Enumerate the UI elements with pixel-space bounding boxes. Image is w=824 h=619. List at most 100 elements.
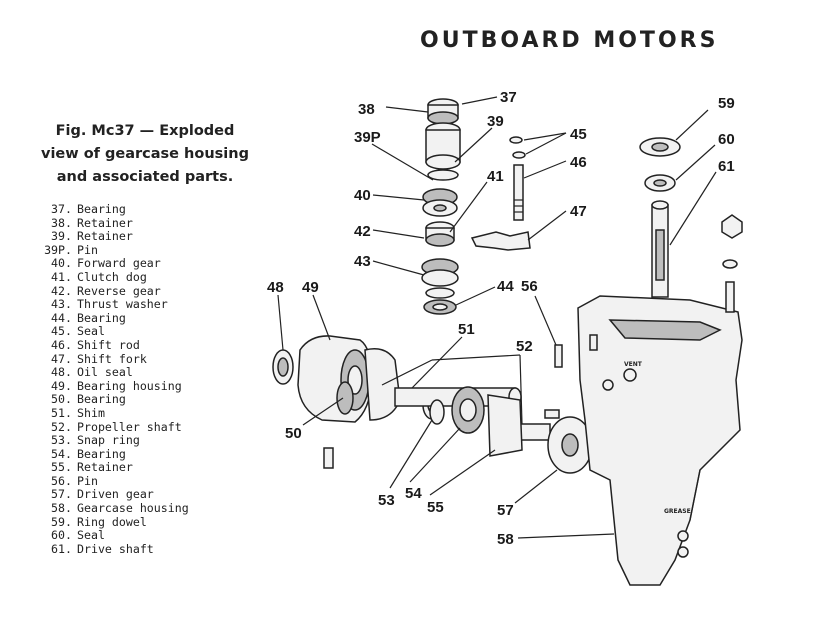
legend-text: Bearing [77, 310, 126, 325]
callout-45: 45 [570, 126, 587, 143]
callout-43: 43 [354, 253, 371, 270]
legend-text: Reverse gear [77, 283, 161, 298]
callouts: 38 37 39 39P 40 41 42 43 44 45 46 47 48 … [267, 89, 735, 548]
legend-number: 54. [51, 446, 72, 461]
legend-number: 39. [51, 229, 72, 244]
legend-text: Bearing [77, 446, 126, 461]
legend-row: 45.Seal [36, 325, 189, 339]
callout-53: 53 [378, 492, 395, 509]
seal-60 [644, 174, 676, 192]
legend-text: Shift rod [77, 337, 140, 352]
snap-ring-53 [429, 399, 445, 425]
legend-text: Shift fork [77, 351, 147, 366]
legend-row: 47.Shift fork [36, 351, 189, 367]
pin-56 [554, 344, 563, 368]
gearcase-housing-58: VENT GREASE [577, 295, 743, 586]
legend-row: 60.Seal [36, 528, 189, 543]
caption-line: and associated parts. [56, 169, 234, 185]
legend-text: Ring dowel [77, 514, 147, 529]
callout-46: 46 [570, 154, 587, 171]
legend-row: 51.Shim [36, 405, 189, 421]
retainer-55 [487, 394, 523, 457]
legend-row: 57. Driven gear [36, 488, 189, 502]
legend-text: Pin [77, 473, 98, 488]
clutch-dog-41 [425, 221, 455, 247]
nut-hardware [721, 214, 743, 313]
legend-text: Snap ring [77, 433, 140, 448]
legend-text: Bearing housing [77, 378, 182, 393]
oil-seal-48 [272, 349, 294, 385]
vent-label: VENT [624, 361, 643, 368]
legend-number: 37. [51, 202, 72, 216]
legend-text: Retainer [77, 229, 133, 244]
legend-row: 54. Bearing [36, 446, 189, 462]
bearing-50 [336, 381, 354, 415]
callout-55: 55 [427, 499, 444, 516]
legend-text: Drive shaft [77, 541, 154, 556]
legend-row: 55. Retainer [36, 460, 189, 475]
callout-50: 50 [285, 425, 302, 442]
legend-row: 39P.Pin [36, 242, 189, 258]
legend-number: 48. [51, 365, 72, 380]
callout-60: 60 [718, 131, 735, 148]
legend-row: 43.Thrust washer [36, 297, 189, 312]
legend-row: 48. Oil seal [36, 365, 189, 380]
legend-text: Gearcase housing [77, 501, 189, 516]
legend-row: 41. Clutch dog [36, 269, 189, 285]
callout-49: 49 [302, 279, 319, 296]
legend-row: 58. Gearcase housing [36, 501, 189, 516]
thrust-washer-43 [425, 287, 455, 299]
callout-48: 48 [267, 279, 284, 296]
callout-54: 54 [405, 485, 422, 502]
legend-row: 56.Pin [36, 473, 189, 489]
legend-text: Oil seal [77, 365, 133, 380]
legend-row: 40.Forward gear [36, 257, 189, 271]
bearing-54 [451, 386, 485, 434]
retainer-38 [425, 122, 461, 170]
legend-text: Propeller shaft [77, 419, 182, 434]
callout-47: 47 [570, 203, 587, 220]
legend-number: 53. [51, 433, 72, 448]
callout-56: 56 [521, 278, 538, 295]
legend-text: Bearing [77, 202, 126, 216]
bearing-44 [423, 299, 457, 315]
legend-number: 41. [51, 269, 72, 284]
legend-number: 55. [51, 460, 72, 475]
legend-text: Driven gear [77, 487, 154, 502]
callout-57: 57 [497, 502, 514, 519]
legend-text: Clutch dog [77, 269, 147, 284]
drive-shaft-61 [651, 200, 669, 298]
caption-line: Fig. Mc37 — Exploded [55, 123, 235, 139]
callout-38: 38 [358, 101, 375, 118]
callout-44: 44 [497, 278, 514, 295]
legend-number: 58. [51, 501, 72, 516]
legend-row: 38.Retainer [36, 216, 189, 231]
legend-row: 49.Bearing housing [36, 378, 189, 394]
leader-lines [277, 96, 717, 539]
legend-number: 52. [51, 419, 72, 434]
callout-61: 61 [718, 158, 735, 175]
legend-number: 57. [51, 487, 72, 502]
pin-39p [427, 169, 459, 181]
callout-37: 37 [500, 89, 517, 106]
shift-fork-47 [470, 231, 531, 251]
legend-text: Retainer [77, 460, 133, 475]
legend-number: 50. [51, 392, 72, 407]
figure-caption: Fig. Mc37 — Exploded view of gearcase ho… [30, 120, 260, 189]
legend-number: 51. [51, 405, 72, 420]
caption-line: view of gearcase housing [41, 146, 249, 162]
forward-gear-40 [422, 188, 458, 217]
legend-text: Forward gear [77, 256, 161, 271]
legend-row: 42.Reverse gear [36, 283, 189, 299]
reverse-gear-42 [421, 258, 459, 287]
bearing-37 [427, 98, 459, 125]
callout-40: 40 [354, 187, 371, 204]
legend-number: 60. [51, 528, 72, 543]
legend-row: 46.Shift rod [36, 337, 189, 353]
legend-number: 44. [51, 310, 72, 325]
callout-39: 39 [487, 113, 504, 130]
ring-dowel-59 [639, 137, 681, 157]
callout-42: 42 [354, 223, 371, 240]
legend-number: 39P. [44, 242, 72, 257]
